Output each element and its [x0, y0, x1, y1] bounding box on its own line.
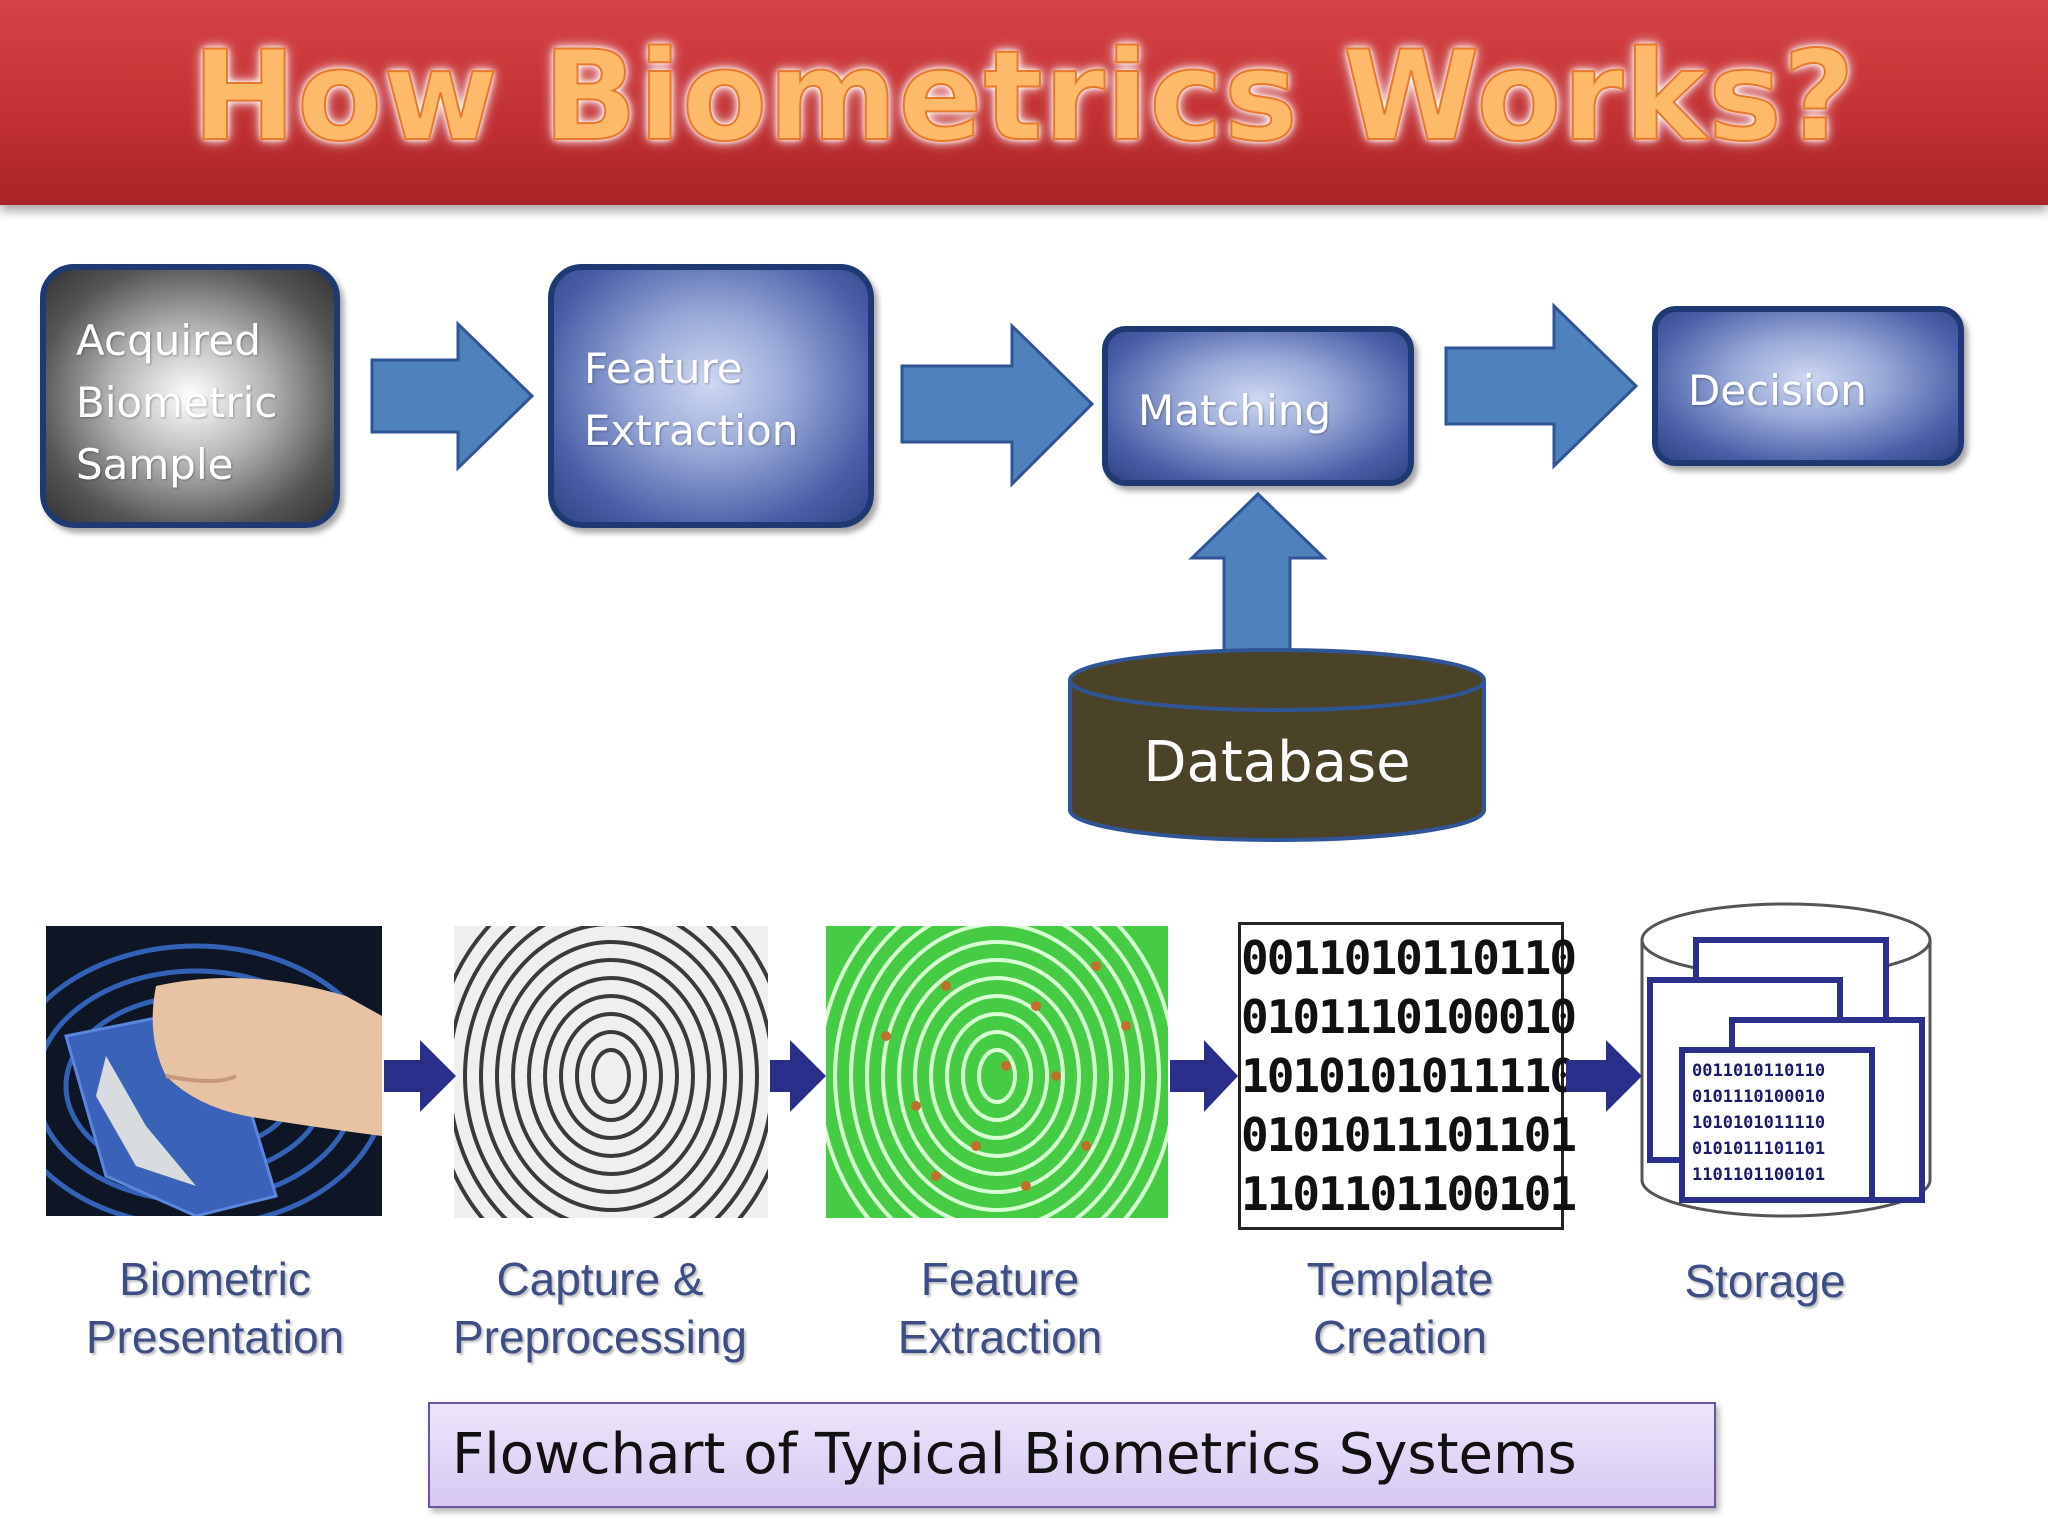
svg-text:0011010110110: 0011010110110: [1692, 1061, 1825, 1081]
arrow-right-icon: [770, 1040, 826, 1112]
arrow-right-icon: [1170, 1040, 1238, 1112]
template-line: 1010101011110: [1241, 1049, 1577, 1103]
template-line: 1101101100101: [1241, 1167, 1577, 1221]
template-line: 0101011101101: [1241, 1108, 1577, 1162]
acquired-sample-label: Acquired Biometric Sample: [76, 316, 278, 489]
svg-text:1010101011110: 1010101011110: [1692, 1113, 1825, 1133]
scanner-icon: [46, 926, 382, 1216]
arrow-right-icon: [1444, 302, 1639, 470]
step-label-feature-extraction: Feature Extraction: [897, 1253, 1103, 1363]
fingerprint-icon: [454, 926, 768, 1218]
matching-label: Matching: [1138, 386, 1332, 435]
template-binary-box: 0011010110110 0101110100010 101010101111…: [1238, 922, 1577, 1230]
feature-extraction-label: Feature Extraction: [584, 344, 799, 455]
hand-on-scanner-image: [46, 926, 382, 1216]
storage-cylinder-icon: 0011010110110 0101110100010 101010101111…: [1640, 902, 1932, 1218]
fingerprint-capture-image: [454, 926, 768, 1218]
template-line: 0011010110110: [1241, 931, 1577, 985]
arrow-up-icon: [1188, 491, 1328, 654]
svg-text:1101101100101: 1101101100101: [1692, 1165, 1825, 1185]
arrow-right-icon: [384, 1040, 456, 1112]
minutiae-fingerprint-icon: [826, 926, 1168, 1218]
template-line: 0101110100010: [1241, 990, 1577, 1044]
step-label-capture: Capture & Preprocessing: [452, 1253, 748, 1363]
feature-extraction-box: Feature Extraction: [548, 264, 874, 528]
matching-box: Matching: [1102, 326, 1414, 486]
arrow-right-icon: [370, 320, 535, 472]
svg-text:0101011101101: 0101011101101: [1692, 1139, 1825, 1159]
acquired-sample-box: Acquired Biometric Sample: [40, 264, 340, 528]
decision-label: Decision: [1688, 366, 1867, 415]
caption-box: Flowchart of Typical Biometrics Systems: [428, 1402, 1716, 1508]
step-label-template: Template Creation: [1306, 1253, 1494, 1363]
svg-text:0101110100010: 0101110100010: [1692, 1087, 1825, 1107]
arrow-right-icon: [1566, 1040, 1642, 1112]
page-title: How Biometrics Works?: [191, 24, 1856, 170]
database-label: Database: [1143, 730, 1411, 795]
decision-box: Decision: [1652, 306, 1964, 466]
step-label-storage: Storage: [1684, 1255, 1846, 1307]
feature-extraction-image: [826, 926, 1168, 1218]
caption-text: Flowchart of Typical Biometrics Systems: [452, 1422, 1577, 1487]
step-label-presentation: Biometric Presentation: [85, 1253, 345, 1363]
title-bar: How Biometrics Works?: [0, 0, 2048, 205]
arrow-right-icon: [900, 322, 1095, 488]
